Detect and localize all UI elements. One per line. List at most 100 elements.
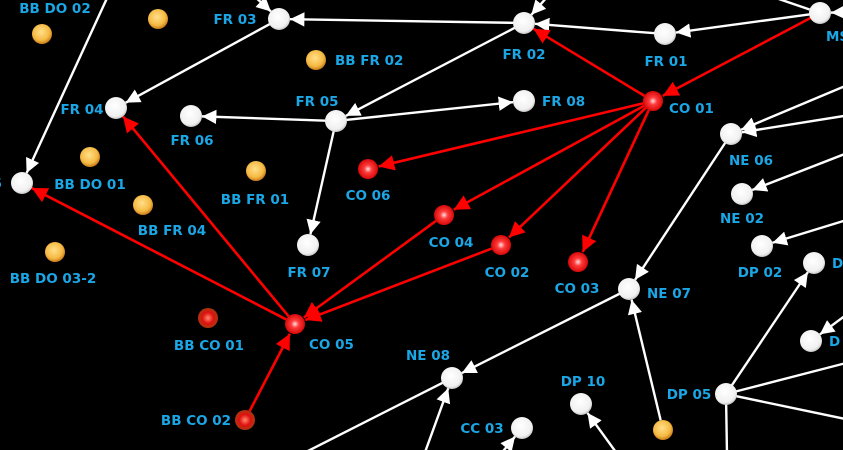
link-off_q-to-cc03 <box>500 435 516 450</box>
node-left5[interactable]: 5 <box>0 172 33 194</box>
link-dp05-to-dpa <box>730 271 809 387</box>
device-node-icon[interactable] <box>180 105 202 127</box>
node-fr04[interactable]: FR 04 <box>60 97 127 119</box>
node-bbdo01[interactable]: BB DO 01 <box>54 147 126 193</box>
device-node-icon[interactable] <box>297 234 319 256</box>
core-link-co01-to-co02 <box>508 106 647 239</box>
core-node-icon[interactable] <box>434 205 454 225</box>
node-dp10[interactable]: DP 10 <box>561 374 606 415</box>
node-bbdo02[interactable]: BB DO 02 <box>19 1 91 44</box>
device-node-icon[interactable] <box>720 123 742 145</box>
core-node-icon[interactable] <box>643 91 663 111</box>
device-node-icon[interactable] <box>654 23 676 45</box>
backbone-node-icon[interactable] <box>653 420 673 440</box>
backbone-node-icon[interactable] <box>246 161 266 181</box>
backbone-node-icon[interactable] <box>148 9 168 29</box>
link-off_i-to-dp02 <box>772 219 843 246</box>
node-ne08[interactable]: NE 08 <box>406 348 463 389</box>
link-off_j-to-dpb <box>819 315 843 336</box>
node-ne06[interactable]: NE 06 <box>720 123 773 169</box>
node-bbfr04[interactable]: BB FR 04 <box>133 195 206 239</box>
node-label: FR 07 <box>287 265 330 281</box>
node-label: FR 08 <box>542 94 585 110</box>
core-dark-node-icon[interactable] <box>198 308 218 328</box>
device-node-icon[interactable] <box>800 330 822 352</box>
node-label: BB FR 04 <box>138 223 206 239</box>
device-node-icon[interactable] <box>751 235 773 257</box>
backbone-node-icon[interactable] <box>32 24 52 44</box>
node-bbdo032[interactable]: BB DO 03-2 <box>10 242 96 287</box>
core-node-icon[interactable] <box>568 252 588 272</box>
backbone-node-icon[interactable] <box>80 147 100 167</box>
link-fr02-to-fr03 <box>289 12 515 27</box>
node-co05[interactable]: CO 05 <box>285 314 354 353</box>
node-label: NE 06 <box>729 153 773 169</box>
node-dp05[interactable]: DP 05 <box>667 383 737 405</box>
device-node-icon[interactable] <box>803 252 825 274</box>
node-bbfr01[interactable]: BB FR 01 <box>221 161 289 208</box>
device-node-icon[interactable] <box>618 278 640 300</box>
link-dp05-to-off_l <box>735 394 843 420</box>
device-node-icon[interactable] <box>441 367 463 389</box>
link-ms-to-fr01 <box>675 13 811 38</box>
device-node-icon[interactable] <box>570 393 592 415</box>
link-dp05-to-off_m <box>724 403 729 450</box>
node-bbfr02[interactable]: BB FR 02 <box>306 50 403 70</box>
node-label: FR 03 <box>213 12 256 28</box>
node-label: FR 05 <box>295 94 338 110</box>
node-fr02[interactable]: FR 02 <box>502 12 546 63</box>
link-fr05-to-fr06 <box>201 109 327 125</box>
core-link-co05-to-left5 <box>31 186 287 321</box>
device-node-icon[interactable] <box>513 12 535 34</box>
node-fr06[interactable]: FR 06 <box>170 105 214 149</box>
link-fr05-to-fr07 <box>306 130 335 235</box>
node-cc03[interactable]: CC 03 <box>460 417 533 439</box>
node-label: BB FR 01 <box>221 192 289 208</box>
links-layer <box>25 0 843 450</box>
node-fr05[interactable]: FR 05 <box>295 94 347 132</box>
node-label: CO 02 <box>485 265 530 281</box>
core-dark-node-icon[interactable] <box>235 410 255 430</box>
node-bbx1[interactable] <box>148 9 168 29</box>
node-ms[interactable]: MS <box>809 2 843 45</box>
device-node-icon[interactable] <box>809 2 831 24</box>
node-co06[interactable]: CO 06 <box>346 159 391 204</box>
node-bbco01[interactable]: BB CO 01 <box>174 308 244 354</box>
device-node-icon[interactable] <box>268 8 290 30</box>
link-bbx2-to-ne07 <box>627 299 662 421</box>
core-node-icon[interactable] <box>285 314 305 334</box>
node-dpa[interactable]: D <box>803 252 843 274</box>
device-node-icon[interactable] <box>513 90 535 112</box>
link-ne08-to-off_n <box>307 381 444 450</box>
node-label: CC 03 <box>460 421 503 437</box>
backbone-node-icon[interactable] <box>133 195 153 215</box>
link-ne06-to-ne07 <box>634 141 727 281</box>
node-ne07[interactable]: NE 07 <box>618 278 691 302</box>
node-dpb[interactable]: D <box>800 330 840 352</box>
node-dp02[interactable]: DP 02 <box>738 235 783 281</box>
device-node-icon[interactable] <box>11 172 33 194</box>
node-fr01[interactable]: FR 01 <box>644 23 688 70</box>
node-bbco02[interactable]: BB CO 02 <box>161 410 255 430</box>
node-label: NE 08 <box>406 348 450 364</box>
node-co04[interactable]: CO 04 <box>429 205 474 251</box>
link-dp05-to-off_k <box>735 362 843 393</box>
device-node-icon[interactable] <box>731 183 753 205</box>
device-node-icon[interactable] <box>105 97 127 119</box>
node-co02[interactable]: CO 02 <box>485 235 530 281</box>
device-node-icon[interactable] <box>325 110 347 132</box>
node-ne02[interactable]: NE 02 <box>720 183 764 227</box>
node-co01[interactable]: CO 01 <box>643 91 714 117</box>
backbone-node-icon[interactable] <box>45 242 65 262</box>
node-co03[interactable]: CO 03 <box>555 252 600 297</box>
node-fr07[interactable]: FR 07 <box>287 234 331 281</box>
node-label: CO 06 <box>346 188 391 204</box>
core-node-icon[interactable] <box>358 159 378 179</box>
core-node-icon[interactable] <box>491 235 511 255</box>
node-fr08[interactable]: FR 08 <box>513 90 585 112</box>
node-fr03[interactable]: FR 03 <box>213 8 290 30</box>
node-bbx2[interactable] <box>653 420 673 440</box>
device-node-icon[interactable] <box>511 417 533 439</box>
backbone-node-icon[interactable] <box>306 50 326 70</box>
device-node-icon[interactable] <box>715 383 737 405</box>
